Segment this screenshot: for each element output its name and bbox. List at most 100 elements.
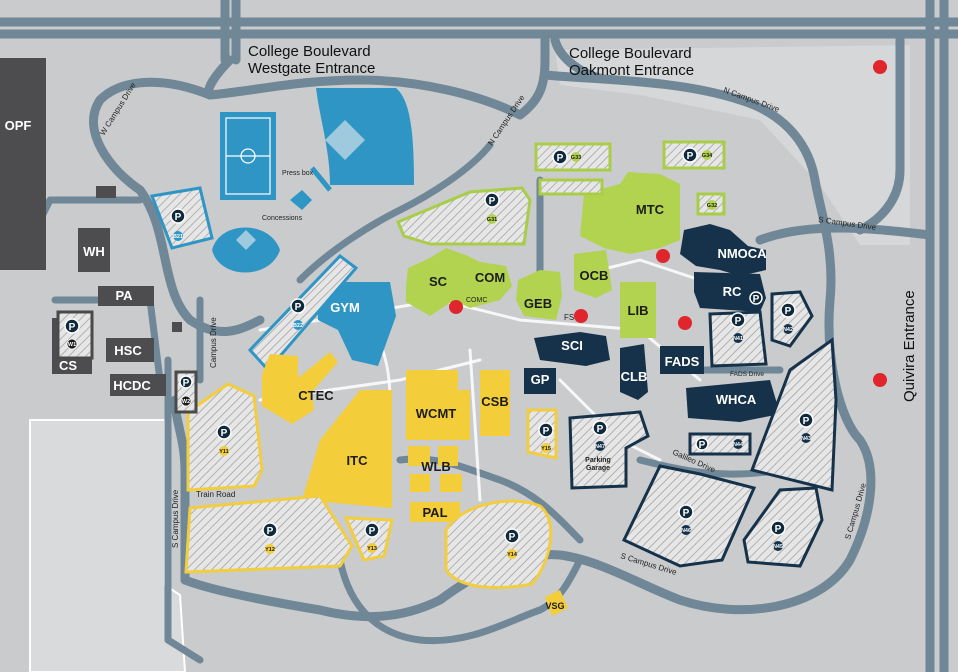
building-sci[interactable] (534, 332, 610, 366)
parking-letter: P (369, 526, 376, 537)
parking-code-badge (773, 541, 783, 551)
building-lib[interactable] (620, 282, 656, 338)
parking-marker-n42[interactable]: P N42 (780, 302, 796, 334)
building-hcdc[interactable] (110, 374, 166, 396)
parking-marker-y11[interactable]: P Y11 (216, 424, 232, 456)
building-geb-label: GEB (524, 296, 552, 311)
parking-marker-g31[interactable]: P G31 (484, 192, 500, 224)
lot-n43[interactable] (749, 337, 838, 492)
red-marker-icon[interactable] (873, 60, 887, 74)
parking-marker-n41[interactable]: P N41 (730, 312, 746, 343)
lot-y13[interactable] (343, 516, 394, 562)
building-gp[interactable] (524, 368, 556, 394)
parking-letter: P (295, 302, 302, 313)
building-ocb[interactable] (574, 250, 612, 298)
building-gym[interactable] (318, 282, 396, 366)
parking-marker-g34[interactable]: P G34 (682, 147, 713, 163)
building-nmoca[interactable] (680, 224, 766, 276)
red-marker-icon[interactable] (678, 316, 692, 330)
parking-code: G31 (487, 217, 497, 223)
parking-marker-b21[interactable]: P B21 (170, 208, 186, 241)
building-wlb-south-wing (410, 474, 430, 492)
parking-letter: P (183, 378, 190, 389)
building-csb[interactable] (480, 370, 510, 436)
building-sc-label[interactable]: SC (429, 274, 448, 289)
red-markers (449, 60, 887, 387)
parking-marker-g32[interactable]: G32 (707, 200, 717, 210)
parking-marker-y14[interactable]: P Y14 (504, 528, 520, 559)
parking-markers: P B21 P B22 P G31 G32 P G33 P (64, 147, 814, 559)
parking-code: G33 (571, 155, 581, 161)
building-pal[interactable] (410, 502, 460, 522)
red-marker-icon[interactable] (574, 309, 588, 323)
lot-green-small (538, 178, 604, 196)
parking-marker-y13[interactable]: P Y13 (364, 522, 380, 553)
parking-marker-n44[interactable]: P N44 (695, 437, 744, 451)
parking-code-badge (487, 214, 497, 224)
parking-code: Y12 (265, 547, 275, 553)
building-ctec[interactable] (262, 352, 338, 424)
parking-marker-b22[interactable]: P B22 (290, 298, 306, 330)
building-geb[interactable] (516, 270, 562, 320)
building-vsg[interactable] (545, 590, 568, 616)
building-wcmt[interactable] (406, 370, 470, 440)
parking-code: Y11 (219, 449, 228, 455)
building-opf[interactable] (0, 58, 46, 270)
building-wcmt-label: WCMT (416, 406, 456, 421)
building-pa[interactable] (98, 286, 154, 306)
oakmont-entrance-road (550, 35, 605, 83)
lot-g33[interactable] (534, 142, 612, 172)
parking-marker-n46[interactable]: P N46 (678, 504, 694, 535)
parking-letter: P (267, 526, 274, 537)
building-wh[interactable] (78, 228, 110, 272)
building-gp-label: GP (531, 372, 550, 387)
building-rc[interactable] (694, 272, 766, 312)
parking-letter: P (753, 294, 760, 305)
parking-icon (749, 291, 763, 305)
parking-marker-w1[interactable]: P W1 (64, 318, 80, 350)
red-marker-icon[interactable] (873, 373, 887, 387)
lot-n47-parking-garage[interactable] (568, 410, 650, 490)
lot-y14[interactable] (444, 499, 553, 589)
road-label-fads-drive: FADS Drive (730, 371, 764, 378)
building-vsg-label: VSG (545, 601, 564, 611)
building-hsc[interactable] (106, 338, 154, 362)
building-csb-label: CSB (481, 394, 508, 409)
parking-letter: P (687, 151, 694, 162)
building-whca[interactable] (686, 380, 780, 422)
lot-g34[interactable] (662, 140, 726, 170)
concessions-label: Concessions (262, 215, 303, 222)
building-pal-label: PAL (422, 505, 447, 520)
building-wlb-label: WLB (421, 459, 451, 474)
lot-b22[interactable] (247, 254, 359, 373)
red-marker-icon[interactable] (656, 249, 670, 263)
parking-marker-w2[interactable]: P W2 (179, 375, 193, 407)
building-ocb-label: OCB (580, 268, 609, 283)
westgate-entrance-label-line1: College Boulevard (248, 43, 371, 60)
building-sci-label: SCI (561, 338, 583, 353)
parking-letter: P (557, 153, 564, 164)
building-opf-label: OPF (5, 118, 32, 133)
parking-code: B22 (293, 323, 303, 329)
parking-letter: P (543, 426, 550, 437)
parking-marker-rc[interactable]: P (749, 291, 763, 305)
parking-marker-y15[interactable]: P Y15 (538, 422, 554, 453)
red-marker-icon[interactable] (449, 300, 463, 314)
parking-marker-n47[interactable]: P N47 (592, 420, 608, 451)
building-gym-label: GYM (330, 300, 360, 315)
building-com-label[interactable]: COM (475, 270, 505, 285)
building-itc[interactable] (302, 390, 392, 508)
parking-icon (64, 318, 80, 334)
parking-marker-n43[interactable]: P N43 (798, 412, 814, 443)
parking-marker-g33[interactable]: P G33 (552, 149, 581, 165)
building-wlb[interactable] (440, 474, 462, 492)
parking-marker-n45[interactable]: P N45 (770, 520, 786, 551)
parking-marker-y12[interactable]: P Y12 (262, 522, 278, 554)
building-clb[interactable] (620, 344, 648, 400)
building-fads[interactable] (660, 346, 704, 374)
building-mtc[interactable] (580, 172, 680, 254)
parking-code-badge (681, 525, 691, 535)
concessions-structure (290, 190, 312, 210)
